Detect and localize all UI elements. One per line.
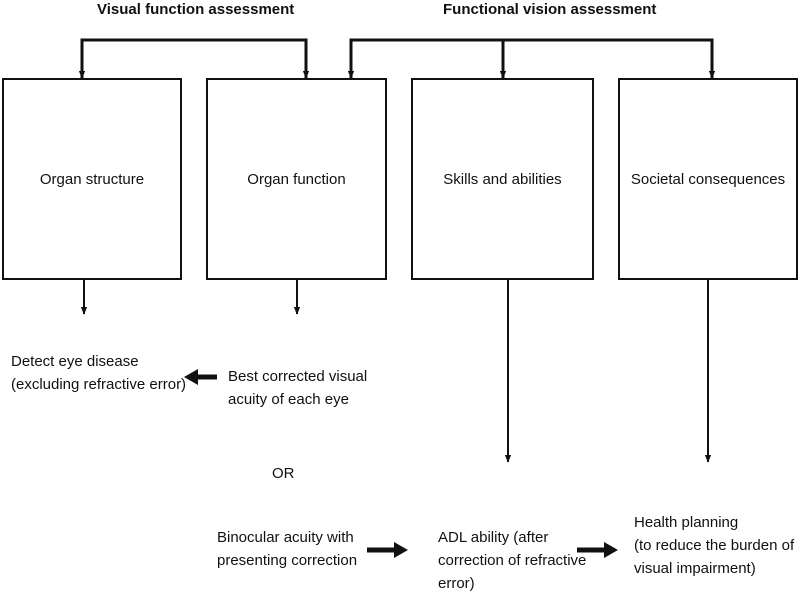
adl-ability-text: ADL ability (after correction of refract…	[438, 526, 586, 595]
bcva-line-1: Best corrected visual	[228, 368, 368, 385]
health-planning-text: Health planning (to reduce the burden of…	[634, 511, 794, 580]
adl-line-3: error)	[438, 575, 475, 592]
binocular-line-2: presenting correction	[217, 552, 358, 569]
or-text: OR	[272, 465, 295, 482]
societal-consequences-label: Societal consequences	[630, 170, 786, 188]
bcva-text: Best corrected visual acuity of each eye	[228, 365, 367, 411]
skills-abilities-box: Skills and abilities	[411, 78, 594, 280]
health-line-2: (to reduce the burden of	[634, 537, 795, 554]
adl-line-2: correction of refractive	[438, 552, 587, 569]
binocular-acuity-text: Binocular acuity with presenting correct…	[217, 526, 357, 572]
binocular-line-1: Binocular acuity with	[217, 529, 354, 546]
societal-consequences-box: Societal consequences	[618, 78, 798, 280]
functional-vision-header: Functional vision assessment	[443, 1, 657, 18]
health-line-3: visual impairment)	[634, 560, 756, 577]
organ-structure-label: Organ structure	[39, 170, 145, 188]
functional-vision-bracket	[347, 38, 716, 79]
bcva-line-2: acuity of each eye	[228, 391, 349, 408]
arrow-adl-to-health	[577, 542, 618, 558]
organ-structure-box: Organ structure	[2, 78, 182, 280]
detect-line-2: (excluding refractive error)	[11, 376, 187, 393]
health-line-1: Health planning	[634, 514, 739, 531]
arrow-binocular-to-adl	[367, 542, 408, 558]
detect-line-1: Detect eye disease	[11, 353, 139, 370]
organ-function-box: Organ function	[206, 78, 387, 280]
adl-line-1: ADL ability (after	[438, 529, 549, 546]
skills-abilities-label: Skills and abilities	[443, 170, 562, 188]
visual-function-header: Visual function assessment	[97, 1, 295, 18]
visual-function-bracket	[78, 38, 310, 79]
arrow-bcva-to-detect	[184, 369, 217, 385]
detect-eye-disease-text: Detect eye disease (excluding refractive…	[11, 350, 186, 396]
organ-function-label: Organ function	[247, 170, 346, 188]
